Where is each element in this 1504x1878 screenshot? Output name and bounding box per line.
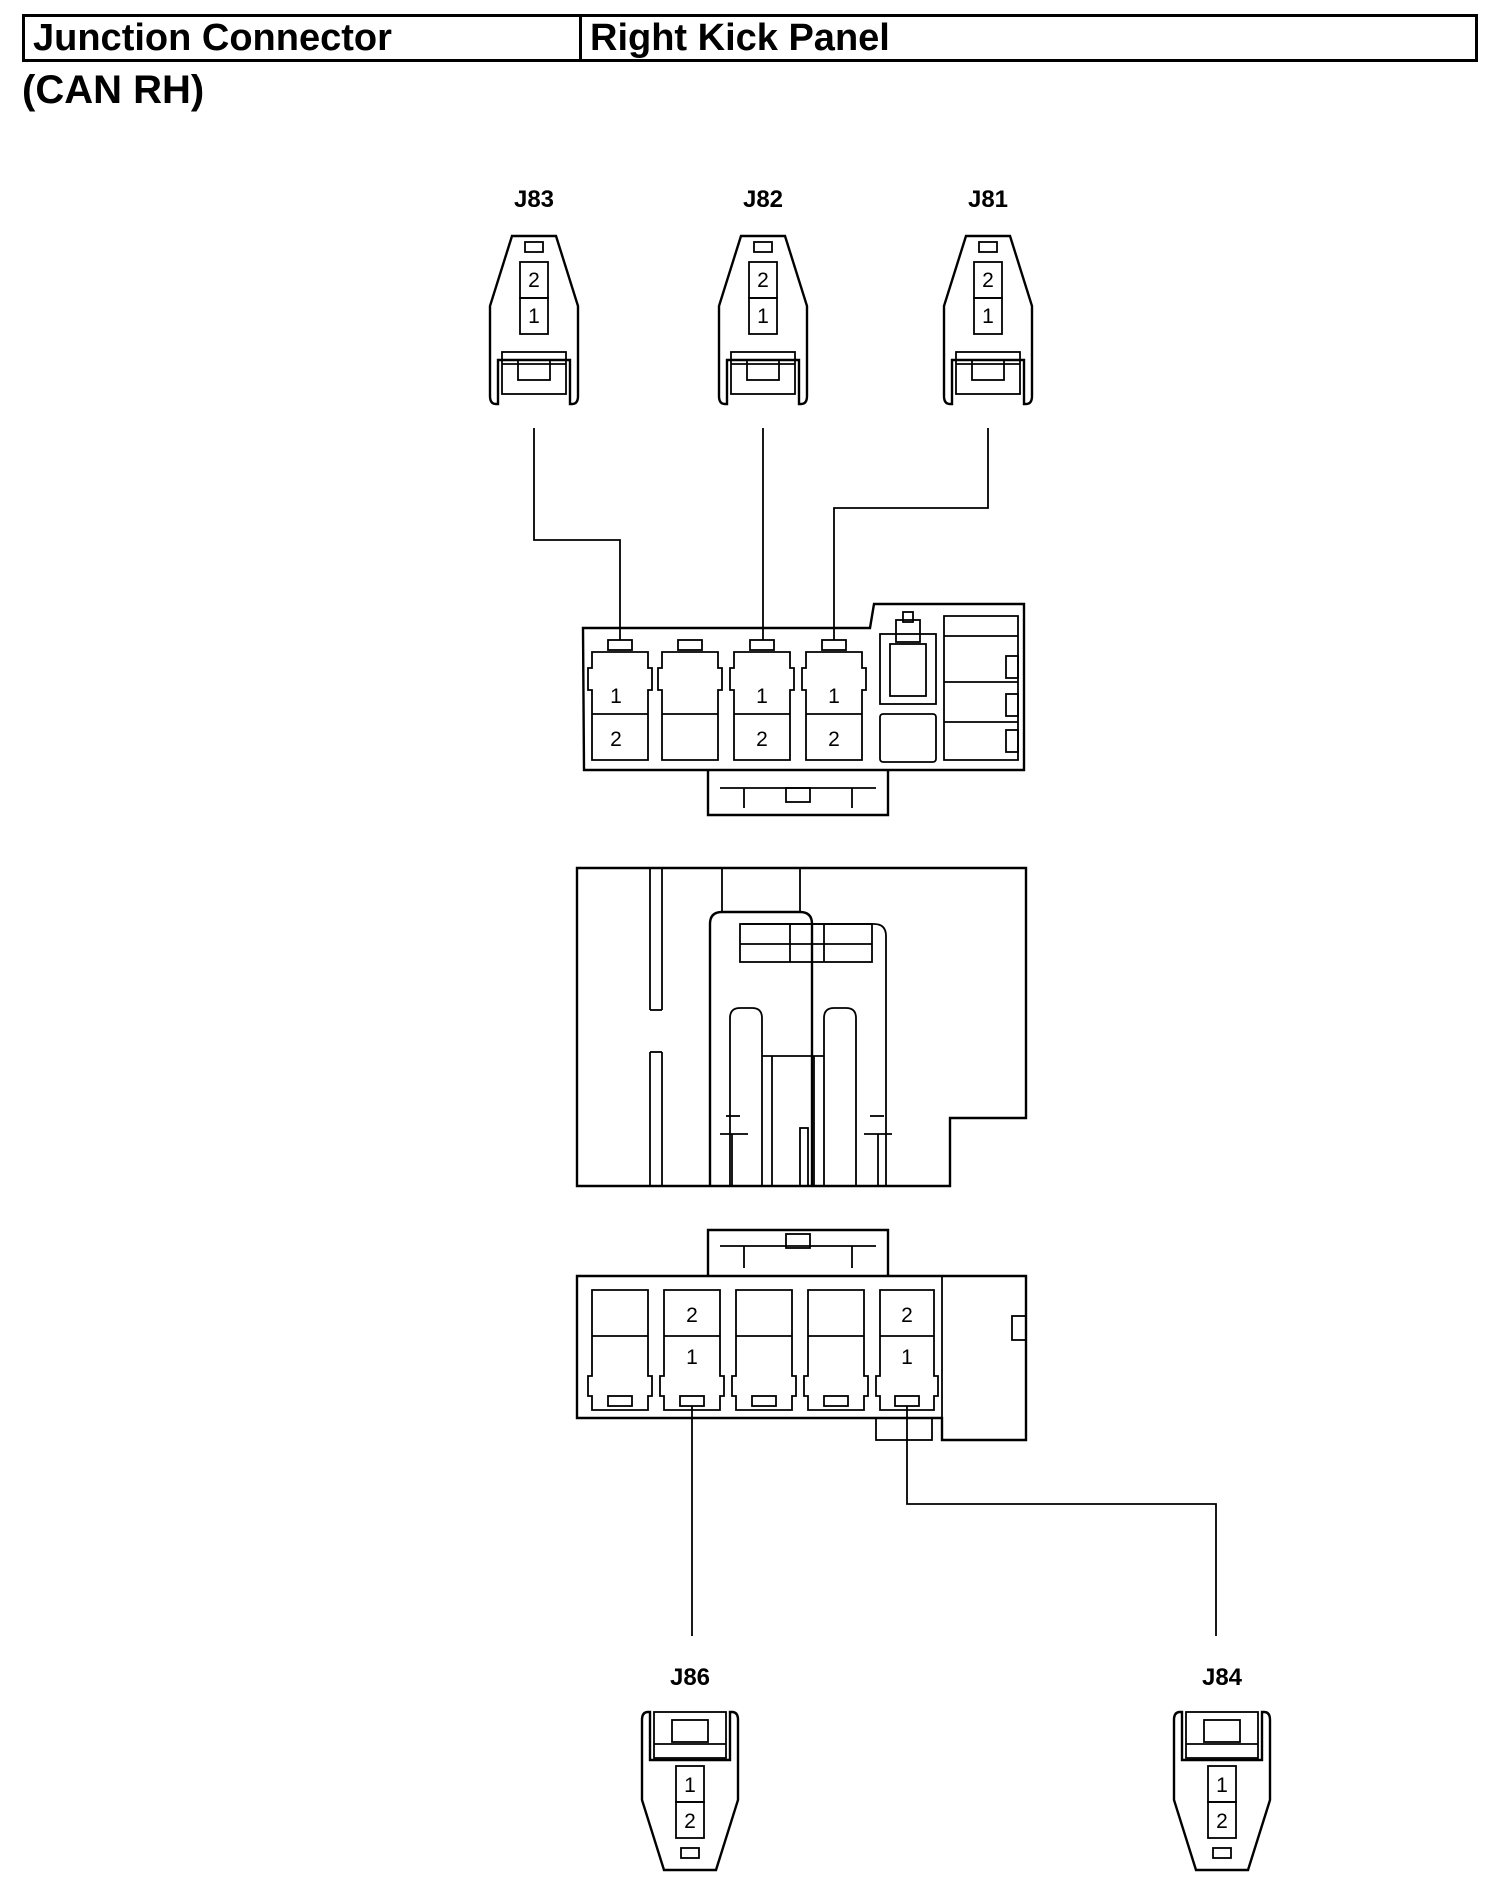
j83-pin-top: 2 [528, 269, 540, 292]
j84-pin-bottom: 2 [1216, 1810, 1228, 1833]
j81-pin-bottom: 1 [982, 305, 994, 328]
j83-pin-bottom: 1 [528, 305, 540, 328]
wire-j83 [533, 428, 621, 640]
connector-label-j83: J83 [514, 186, 554, 213]
wire-j84 [906, 1406, 1217, 1636]
lower-junction-block: 2 1 2 1 [575, 1228, 1028, 1442]
junction-body-side-view [575, 866, 1028, 1188]
upper-cav3-top: 1 [756, 685, 768, 708]
wire-j81 [833, 428, 989, 640]
upper-cav3-bottom: 2 [756, 728, 768, 751]
lower-cav2-top: 2 [686, 1304, 698, 1327]
upper-junction-block: 1 2 1 2 1 2 [581, 602, 1026, 817]
j86-pin-bottom: 2 [684, 1810, 696, 1833]
j82-pin-bottom: 1 [757, 305, 769, 328]
upper-cav1-bottom: 2 [610, 728, 622, 751]
connector-j86: 1 2 [640, 1710, 740, 1872]
j81-pin-top: 2 [982, 269, 994, 292]
connector-label-j81: J81 [968, 186, 1008, 213]
header-connector-type: Junction Connector [25, 17, 582, 59]
upper-cav4-top: 1 [828, 685, 840, 708]
connector-label-j86: J86 [670, 1664, 710, 1691]
connector-j83: 2 1 [488, 234, 580, 406]
connector-label-j84: J84 [1202, 1664, 1243, 1691]
j86-pin-top: 1 [684, 1774, 696, 1797]
header-location: Right Kick Panel [590, 16, 890, 59]
diagram-subtitle: (CAN RH) [22, 68, 205, 112]
connector-label-j82: J82 [743, 186, 783, 213]
connector-j81: 2 1 [942, 234, 1034, 406]
j84-pin-top: 1 [1216, 1774, 1228, 1797]
lower-cav5-bottom: 1 [901, 1346, 913, 1369]
header-table: Junction Connector Right Kick Panel [22, 14, 1478, 62]
lower-cav5-top: 2 [901, 1304, 913, 1327]
connector-j84: 1 2 [1172, 1710, 1272, 1872]
j82-pin-top: 2 [757, 269, 769, 292]
upper-cav1-top: 1 [610, 685, 622, 708]
upper-cav4-bottom: 2 [828, 728, 840, 751]
connector-j82: 2 1 [717, 234, 809, 406]
lower-cav2-bottom: 1 [686, 1346, 698, 1369]
